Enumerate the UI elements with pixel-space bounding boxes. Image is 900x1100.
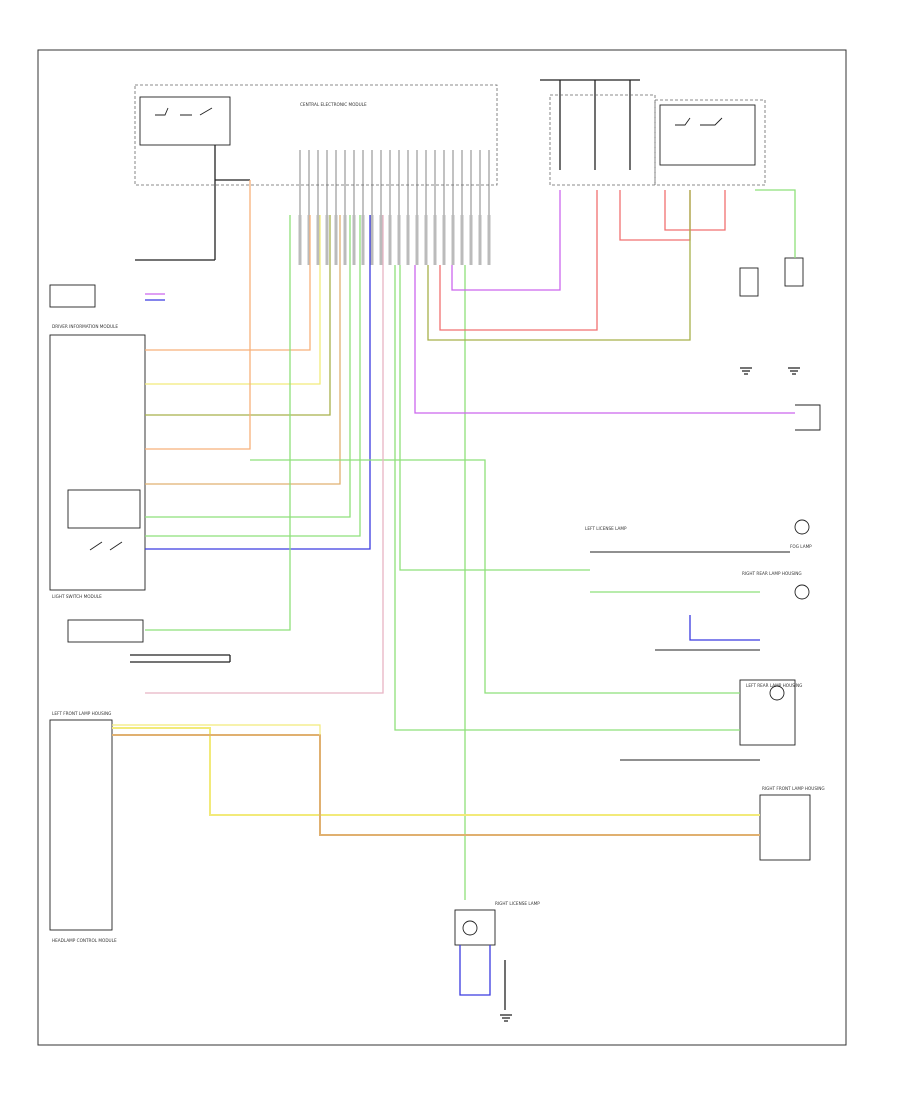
light-switch-module: LIGHT SWITCH MODULE DRIVER INFORMATION M… [49,284,146,599]
wire-tan-2 [112,734,760,836]
wire-yellow-1 [145,215,321,385]
connector-pin [361,215,365,265]
connector-pin [379,215,383,265]
wire-green-8 [755,189,796,258]
central-module-label: CENTRAL ELECTRONIC MODULE [300,102,367,107]
right-front-label: RIGHT FRONT LAMP HOUSING [762,786,825,791]
wire-green-3 [145,215,291,631]
central-electronic-module: CENTRAL ELECTRONIC MODULE [134,84,498,261]
wire-green-4 [399,265,590,571]
wire-green-6 [394,265,740,731]
connector-pin [469,215,473,265]
wire-olive-2 [427,190,691,341]
ground-symbols [500,367,800,1022]
wire-green-1 [145,215,351,518]
connector-pin [433,215,437,265]
wire-blue-2 [689,615,760,641]
connector-pin [424,215,428,265]
wire-yellow-2 [112,727,760,816]
fog-lamp-label: FOG LAMP [790,544,812,549]
central-connector-pins [298,150,491,265]
wire-purple-2 [451,190,561,291]
connector-pin [334,215,338,265]
wire-orange-1 [145,215,311,351]
right-license-label: RIGHT LICENSE LAMP [495,901,540,906]
wire-green-2 [145,215,361,537]
wire-red-3 [664,190,726,231]
connector-pin [370,215,374,265]
left-license-label: LEFT LICENSE LAMP [585,526,627,531]
connector-pin [397,215,401,265]
power-distribution [540,79,766,186]
wire-yellow-3 [112,724,321,735]
wire-red-1 [439,190,598,331]
left-rear-label: LEFT REAR LAMP HOUSING [746,683,802,688]
wire-purple-1 [414,265,795,414]
wire-red-2 [619,190,691,241]
wire-orange-2 [145,180,251,450]
connector-pin [298,215,302,265]
wires [112,180,796,996]
wire-tan-1 [145,215,341,485]
light-switch-label: LIGHT SWITCH MODULE [52,594,102,599]
connector-pin [442,215,446,265]
connector-pin [478,215,482,265]
left-lower-area: LEFT FRONT LAMP HOUSING HEADLAMP CONTROL… [49,619,231,943]
right-components: FOG LAMP LEFT REAR LAMP HOUSING RIGHT FR… [495,257,825,906]
connector-pin [487,215,491,265]
connector-pin [343,215,347,265]
connector-pin [451,215,455,265]
connector-pin [316,215,320,265]
left-front-label: LEFT FRONT LAMP HOUSING [52,711,111,716]
connector-pin [388,215,392,265]
driver-info-label: DRIVER INFORMATION MODULE [52,324,118,329]
wire-blue-1 [145,215,371,550]
connector-pin [307,215,311,265]
bottom-lamp [454,909,506,1010]
connector-pin [460,215,464,265]
wire-olive-1 [145,215,331,416]
diagram-border [37,49,847,1046]
connector-pin [415,215,419,265]
connector-pin [352,215,356,265]
wire-blue-3 [459,945,491,996]
headlamp-control-label: HEADLAMP CONTROL MODULE [52,938,117,943]
right-rear-label: RIGHT REAR LAMP HOUSING [742,571,802,576]
wire-green-7 [250,459,740,694]
connector-pin [325,215,329,265]
wire-pink-1 [145,215,384,694]
connector-pin [406,215,410,265]
